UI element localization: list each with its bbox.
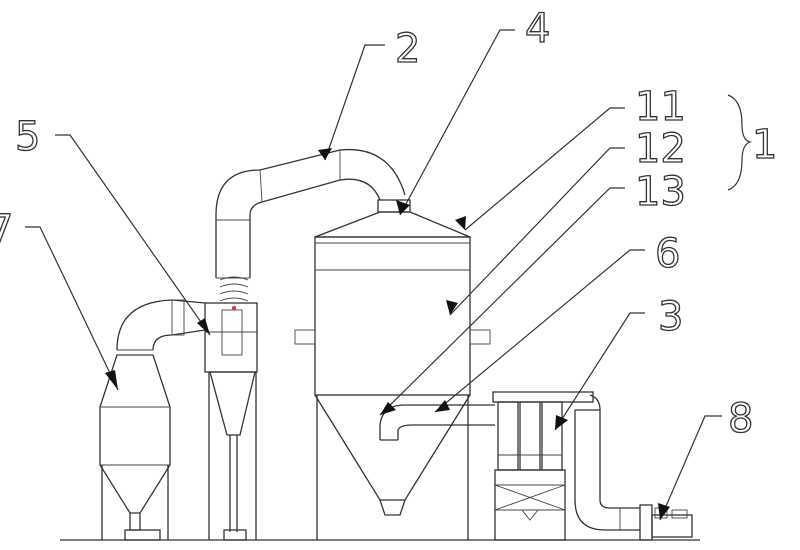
label-13: 13 <box>635 169 686 215</box>
label-12: 12 <box>635 126 686 172</box>
arrowheads <box>105 148 670 520</box>
label-11: 11 <box>635 84 686 130</box>
label-2: 2 <box>395 26 420 72</box>
label-8: 8 <box>728 396 753 442</box>
label-6: 6 <box>655 231 680 277</box>
label-5: 5 <box>15 114 40 160</box>
label-1: 1 <box>752 122 777 168</box>
fan-8 <box>639 504 693 541</box>
label-4: 4 <box>525 6 550 52</box>
duct-2 <box>215 148 406 279</box>
collectors-3 <box>492 391 640 541</box>
cyclone-7 <box>99 299 206 541</box>
silo <box>294 199 495 540</box>
label-7: 7 <box>0 207 13 253</box>
separator-5 <box>204 276 258 541</box>
label-3: 3 <box>658 294 683 340</box>
leader-lines <box>25 29 753 521</box>
